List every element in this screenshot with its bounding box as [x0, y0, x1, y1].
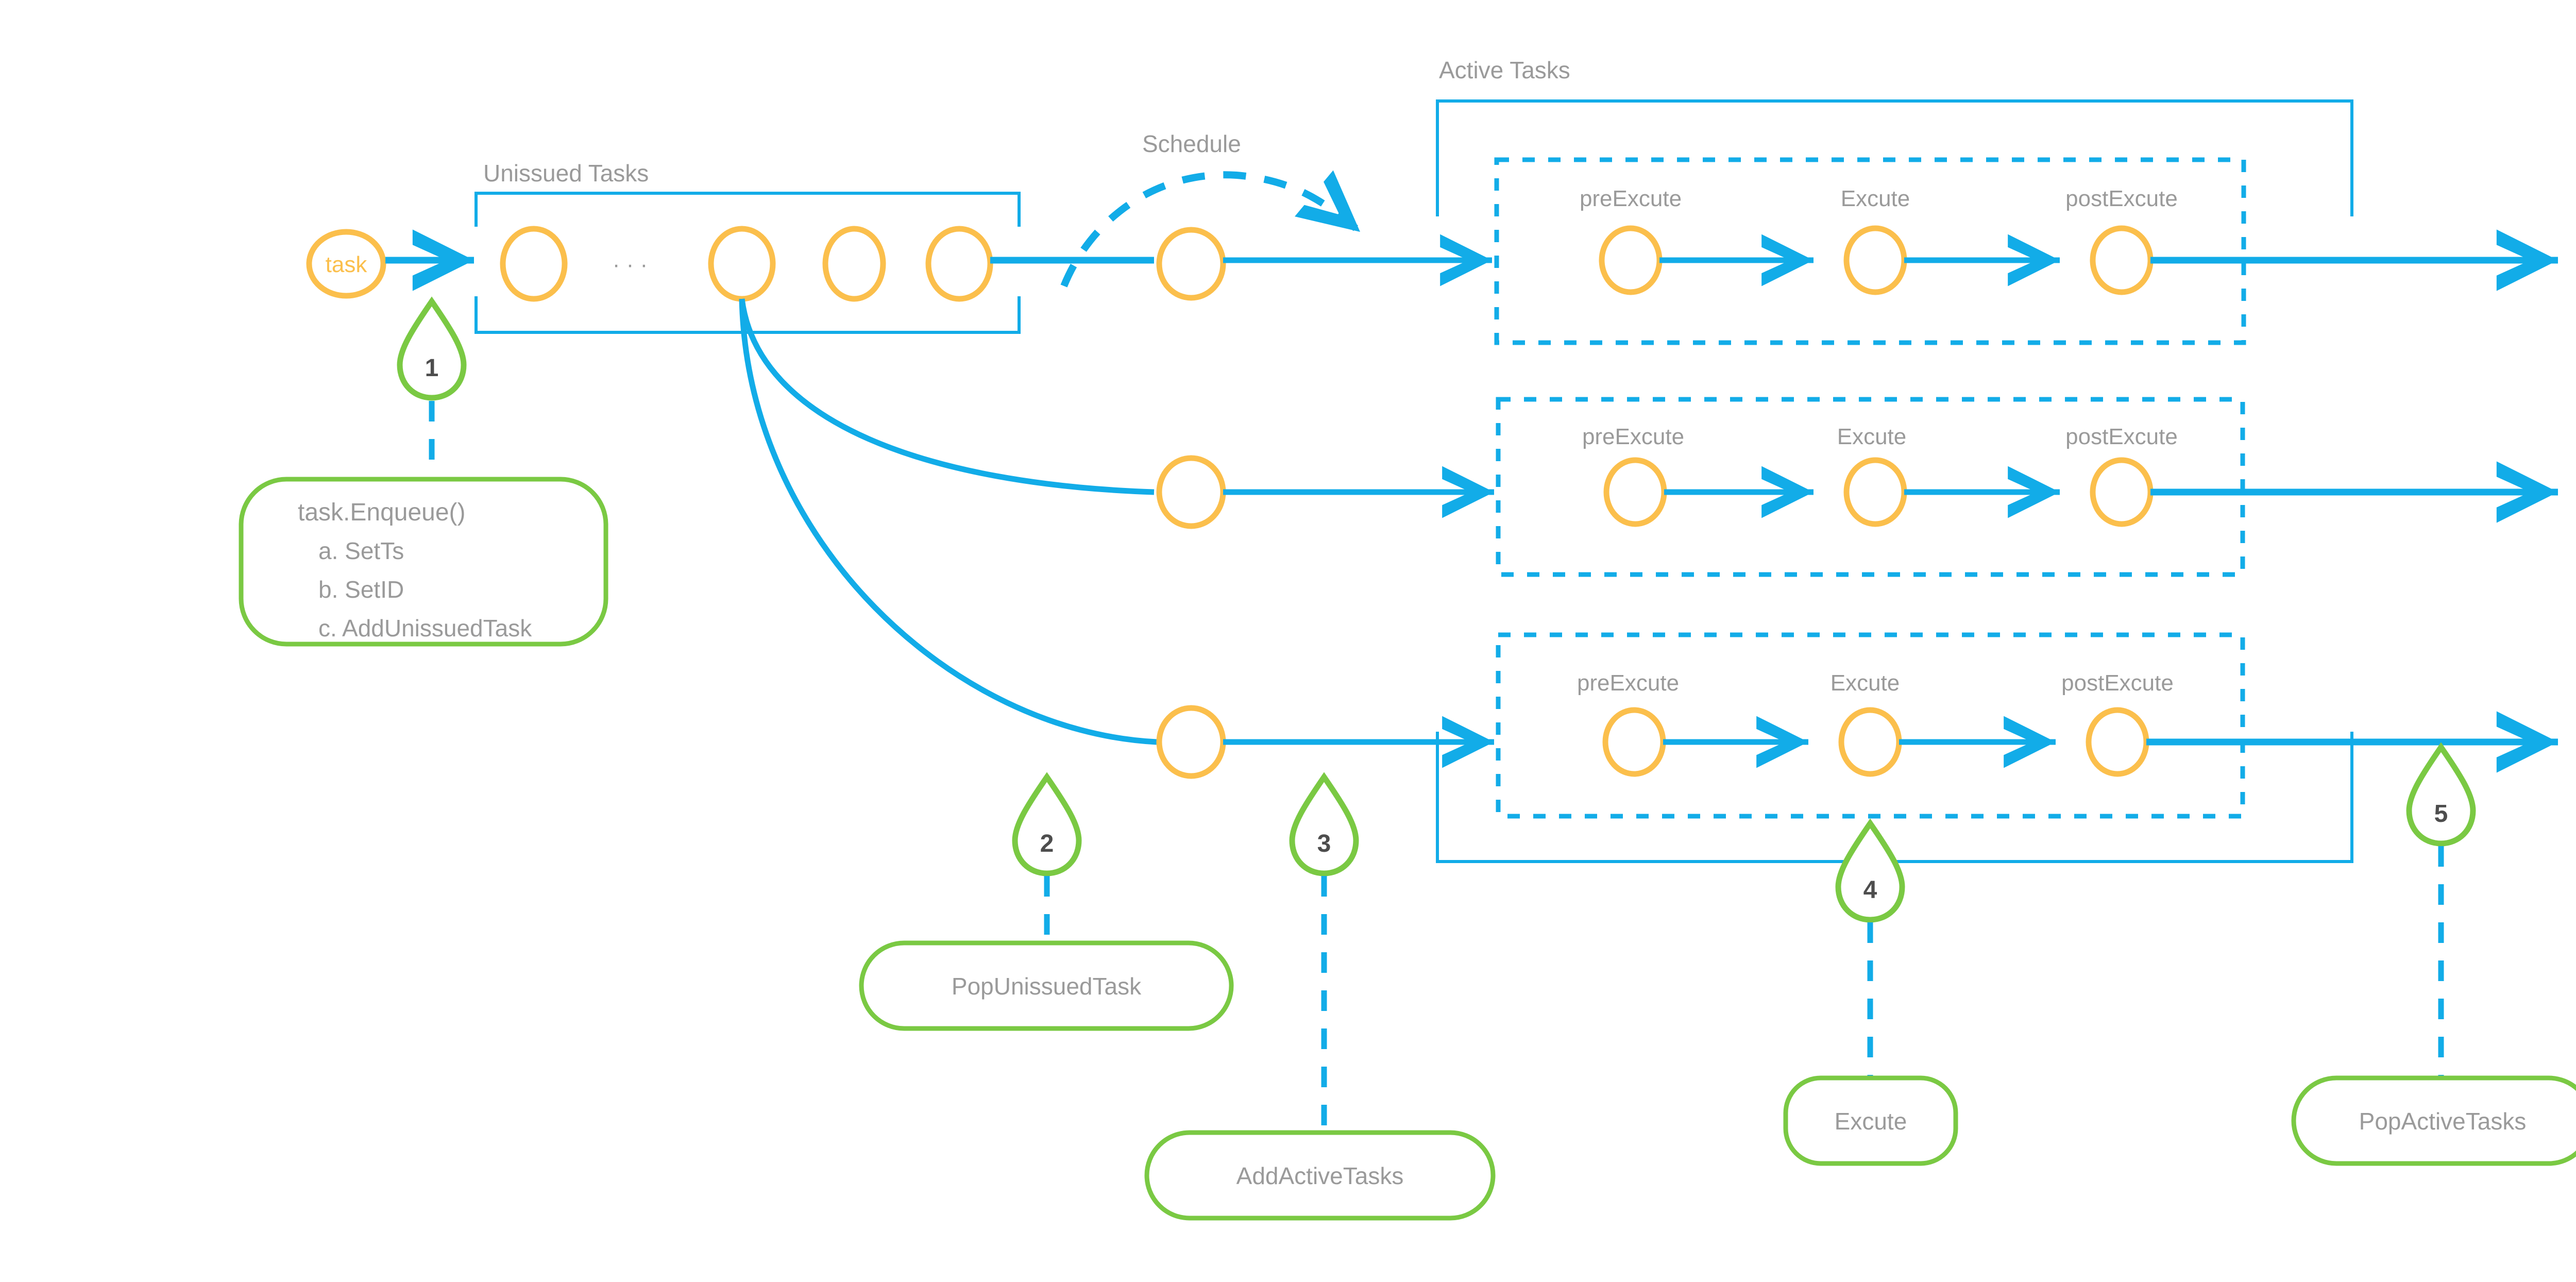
edge-queue-to-lane2: [739, 298, 1155, 495]
lane-2-node-postexcute[interactable]: [2090, 457, 2154, 527]
start-node-label: task: [326, 252, 368, 277]
queue-node-3[interactable]: [822, 226, 886, 302]
marker-4-number: 4: [1863, 876, 1877, 904]
lane-2-exec-box: [1496, 397, 2245, 577]
lane-1-stage-label-pre: preExcute: [1580, 186, 1682, 211]
queue-node-2[interactable]: [708, 226, 776, 302]
schedule-dashed-arrow: [1060, 170, 1363, 288]
marker-2-pin-icon: [1012, 772, 1082, 876]
lane-1-node-postexcute[interactable]: [2090, 225, 2154, 295]
unissued-tasks-label: Unissued Tasks: [483, 160, 649, 187]
lane-3-entry-node[interactable]: [1156, 705, 1226, 779]
start-node-task[interactable]: task: [306, 229, 386, 299]
marker-1-group[interactable]: 1: [397, 296, 467, 401]
marker-1-pin-icon: [397, 296, 467, 401]
lane-1-group: preExcute Excute postExcute: [1156, 157, 2558, 345]
marker-4-pin-icon: [1835, 818, 1905, 923]
lane-3-stage-label-exec: Excute: [1831, 670, 1900, 696]
lane-3-node-preexcute[interactable]: [1602, 707, 1666, 777]
queue-nodes: · · ·: [500, 226, 993, 302]
marker-3-group[interactable]: 3: [1289, 772, 1359, 876]
lane-2-entry-node[interactable]: [1156, 455, 1226, 529]
marker-2-group[interactable]: 2: [1012, 772, 1082, 876]
active-tasks-label: Active Tasks: [1439, 57, 1570, 83]
lane-3-node-excute[interactable]: [1838, 707, 1902, 777]
callout-enqueue[interactable]: task.Enqueue() a. SetTs b. SetID c. AddU…: [239, 477, 608, 647]
lane-2-stage-label-pre: preExcute: [1582, 424, 1684, 449]
lane-1-node-preexcute[interactable]: [1599, 225, 1663, 295]
edge-queue-to-lane3-a: [739, 298, 1157, 745]
marker-3-pin-icon: [1289, 772, 1359, 876]
lane-3-group: preExcute Excute postExcute: [1156, 632, 2558, 819]
lane-1-stage-label-post: postExcute: [2065, 186, 2178, 211]
callout-excute-label: Excute: [1835, 1108, 1907, 1135]
lane-3-stage-label-post: postExcute: [2061, 670, 2174, 696]
marker-5-pin-icon: [2406, 742, 2476, 847]
marker-5-number: 5: [2434, 800, 2448, 828]
callout-pop-active-label: PopActiveTasks: [2359, 1108, 2527, 1135]
lane-1-stage-label-exec: Excute: [1841, 186, 1910, 211]
marker-5-group[interactable]: 5: [2406, 742, 2476, 847]
lane-3-stage-label-pre: preExcute: [1577, 670, 1679, 696]
callout-pop-unissued-label: PopUnissuedTask: [952, 973, 1142, 1000]
marker-2-number: 2: [1040, 830, 1054, 857]
callout-add-active[interactable]: AddActiveTasks: [1144, 1130, 1496, 1221]
callout-enqueue-step-c: c. AddUnissuedTask: [318, 615, 532, 642]
queue-ellipsis: · · ·: [613, 252, 648, 277]
lane-2-stage-label-exec: Excute: [1837, 424, 1907, 449]
callout-enqueue-step-b: b. SetID: [318, 576, 404, 603]
lane-2-group: preExcute Excute postExcute: [1156, 397, 2558, 577]
callout-add-active-label: AddActiveTasks: [1236, 1162, 1404, 1189]
queue-node-4[interactable]: [925, 226, 993, 302]
callout-pop-unissued[interactable]: PopUnissuedTask: [859, 940, 1234, 1031]
marker-1-number: 1: [425, 355, 439, 382]
lane-2-node-preexcute[interactable]: [1603, 457, 1667, 527]
callout-enqueue-title: task.Enqueue(): [298, 499, 466, 526]
marker-4-group[interactable]: 4: [1835, 818, 1905, 923]
marker-3-number: 3: [1317, 830, 1331, 857]
queue-node-1[interactable]: [500, 226, 568, 302]
lane-2-node-excute[interactable]: [1843, 457, 1907, 527]
lane-2-stage-label-post: postExcute: [2065, 424, 2178, 449]
callout-excute[interactable]: Excute: [1783, 1075, 1958, 1166]
lane-3-node-postexcute[interactable]: [2086, 707, 2149, 777]
lane-1-entry-node[interactable]: [1156, 227, 1226, 301]
lane-1-node-excute[interactable]: [1843, 225, 1907, 295]
callout-enqueue-step-a: a. SetTs: [318, 537, 404, 564]
schedule-label: Schedule: [1142, 130, 1241, 157]
callout-pop-active[interactable]: PopActiveTasks: [2291, 1075, 2576, 1166]
lane-3-exec-box: [1496, 632, 2245, 819]
